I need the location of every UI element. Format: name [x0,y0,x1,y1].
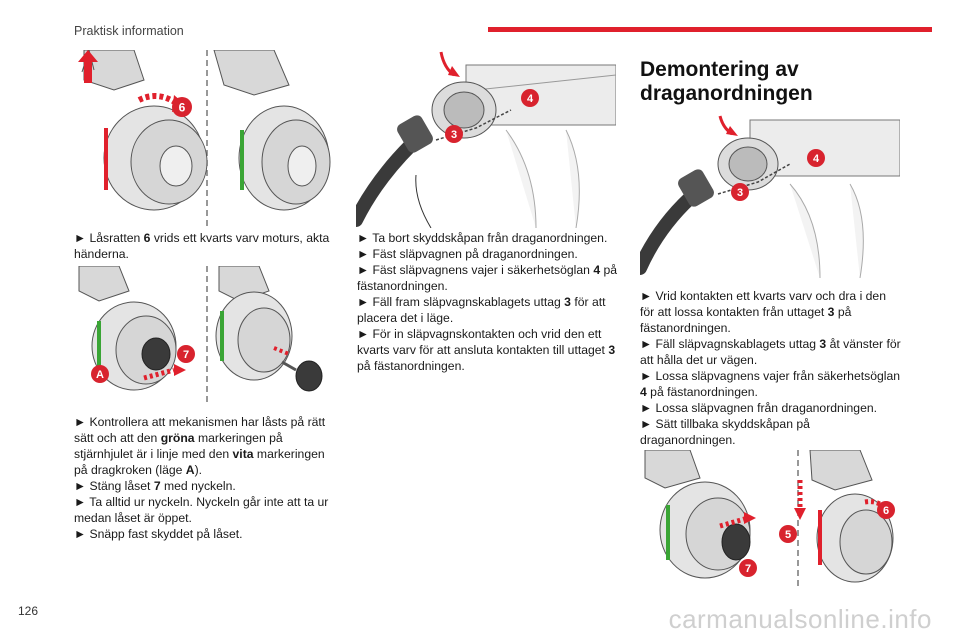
instruction-step: ► Fäll fram släpvagnskablagets uttag 3 f… [357,294,619,326]
instruction-step: ► Fäll släpvagnskablagets uttag 3 åt vän… [640,336,902,368]
page-number: 126 [18,604,39,618]
text-run: vrids ett kvarts varv moturs, akta hände… [74,231,330,261]
callout-6: 6 [179,101,186,115]
text-run: ► Fäll släpvagnskablagets uttag [640,337,820,351]
text-run: ► Låsratten [74,231,144,245]
instruction-step: ► Stäng låset 7 med nyckeln. [74,478,336,494]
text-run: 3 [608,343,616,357]
text-run: 3 [564,295,571,309]
text-run: ► Ta alltid ur nyckeln. Nyckeln går inte… [74,495,329,525]
callout-7: 7 [183,349,189,361]
callout-6: 6 [883,505,889,517]
step-verify-lock: ► Kontrollera att mekanismen har låsts p… [74,414,336,542]
callout-3: 3 [737,187,743,199]
text-run: ► Vrid kontakten ett kvarts varv och dra… [640,289,886,319]
text-run: ► Fäst släpvagnen på draganordningen. [357,247,578,261]
text-run: ). [194,463,203,477]
figure-key-lock: 7 A [74,266,334,406]
instruction-step: ► Lossa släpvagnen från draganordningen. [640,400,902,416]
text-run: 3 [827,305,835,319]
text-run: gröna [160,431,195,445]
text-run: ► Lossa släpvagnen från draganordningen. [640,401,878,415]
text-run: 4 [593,263,601,277]
text-run: på fästanordningen. [646,385,758,399]
figure-unlock-knob: 7 6 5 [640,450,900,590]
figure-socket-disconnection: 4 3 [640,108,900,278]
text-run: ► Ta bort skyddskåpan från draganordning… [357,231,608,245]
instruction-step: ► Ta alltid ur nyckeln. Nyckeln går inte… [74,494,336,526]
figure-socket-connection: 4 3 [356,50,616,228]
instruction-step: ► Fäst släpvagnens vajer i säkerhetsögla… [357,262,619,294]
text-run: 3 [819,337,827,351]
text-run: markeringen på stjärnhjulet är i linje m… [74,431,283,461]
text-run: på fästanordningen. [640,305,852,335]
instruction-step: ► Kontrollera att mekanismen har låsts p… [74,414,336,478]
callout-5: 5 [785,529,791,541]
instruction-step: ► Ta bort skyddskåpan från draganordning… [357,230,619,246]
step-attach-trailer: ► Ta bort skyddskåpan från draganordning… [357,230,619,374]
text-run: med nyckeln. [160,479,236,493]
section-title: Demontering av draganordningen [640,58,813,105]
text-run: åt vänster för att hålla det ur vägen. [640,337,901,367]
text-run: ► Stäng låset [74,479,154,493]
running-header: Praktisk information [74,24,184,38]
text-run: A [185,463,195,477]
instruction-step: ► Fäst släpvagnen på draganordningen. [357,246,619,262]
instruction-step: ► Vrid kontakten ett kvarts varv och dra… [640,288,902,336]
watermark: carmanualsonline.info [668,604,932,634]
text-run: ► Fäst släpvagnens vajer i säkerhetsögla… [357,263,594,277]
section-color-bar [488,27,932,32]
text-run: på fästanordningen. [357,263,618,293]
text-run: ► Fäll fram släpvagnskablagets uttag [357,295,565,309]
text-run: ► Lossa släpvagnens vajer från säkerhets… [640,369,901,383]
callout-7: 7 [745,563,751,575]
instruction-step: ► Snäpp fast skyddet på låset. [74,526,336,542]
text-run: vita [232,447,254,461]
instruction-step: ► Sätt tillbaka skyddskåpan på draganord… [640,416,902,448]
callout-A: A [96,369,104,381]
step-rotate-knob: ► Låsratten 6 vrids ett kvarts varv motu… [74,230,336,262]
callout-4: 4 [527,93,534,105]
text-run: 7 [153,479,161,493]
figure-knob-rotation: 6 [74,50,334,228]
text-run: ► Kontrollera att mekanismen har låsts p… [74,415,326,445]
text-run: 4 [640,385,647,399]
callout-4: 4 [813,153,820,165]
text-run: för att placera det i läge. [357,295,606,325]
text-run: på fästanordningen. [357,359,465,373]
text-run: markeringen på dragkroken (läge [74,447,325,477]
instruction-step: ► För in släpvagnskontakten och vrid den… [357,326,619,374]
step-detach-trailer: ► Vrid kontakten ett kvarts varv och dra… [640,288,902,448]
callout-3: 3 [451,129,457,141]
text-run: 6 [143,231,151,245]
text-run: ► Sätt tillbaka skyddskåpan på draganord… [640,417,810,447]
text-run: ► Snäpp fast skyddet på låset. [74,527,243,541]
text-run: ► För in släpvagnskontakten och vrid den… [357,327,609,357]
instruction-step: ► Lossa släpvagnens vajer från säkerhets… [640,368,902,400]
